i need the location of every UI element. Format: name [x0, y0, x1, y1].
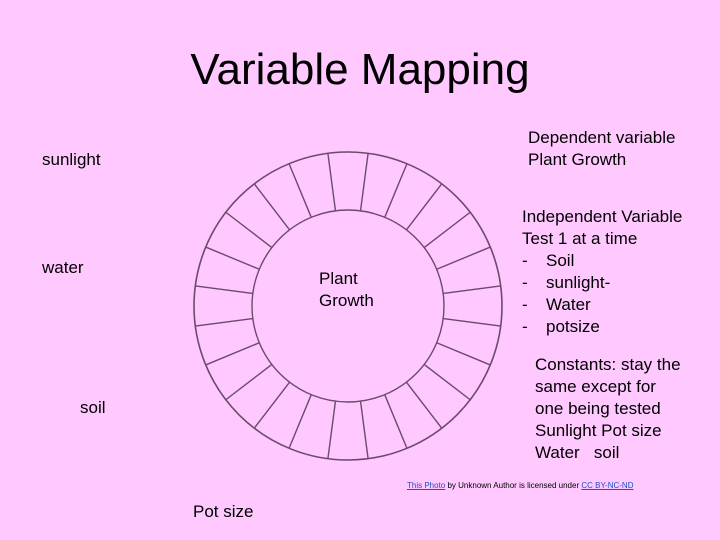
wheel-spoke — [359, 401, 369, 459]
independent-subheading: Test 1 at a time — [522, 229, 638, 248]
wheel-spoke — [327, 401, 337, 459]
independent-item-water: Water — [546, 295, 591, 314]
wheel-spoke — [327, 153, 337, 211]
bullet-dash: - — [522, 273, 528, 292]
wheel-spoke — [253, 183, 291, 231]
wheel-spoke — [436, 342, 491, 366]
wheel-spoke — [443, 285, 501, 295]
constants-line-5: Water soil — [535, 443, 620, 462]
wheel-spoke — [423, 363, 471, 401]
wheel-spoke — [288, 163, 312, 218]
independent-heading: Independent Variable — [522, 207, 683, 226]
wheel-spoke — [384, 394, 408, 449]
photo-attribution: This Photo by Unknown Author is licensed… — [407, 481, 633, 491]
wheel-inner-ring — [251, 209, 445, 403]
constants-line-3: one being tested — [535, 399, 661, 418]
independent-item: -Soil — [522, 250, 682, 272]
bullet-dash: - — [522, 317, 528, 336]
wheel-spoke — [195, 317, 253, 327]
spoke-wheel-diagram — [193, 151, 503, 461]
wheel-spoke — [205, 342, 260, 366]
independent-item-sunlight: sunlight- — [546, 273, 611, 292]
independent-variable-block: Independent Variable Test 1 at a time -S… — [522, 206, 682, 338]
wheel-spoke — [436, 246, 491, 270]
photo-link[interactable]: This Photo — [407, 481, 446, 490]
water-label: water — [42, 258, 84, 277]
independent-item: -Water — [522, 294, 682, 316]
constants-line-1: Constants: stay the — [535, 355, 681, 374]
slide-title: Variable Mapping — [190, 45, 530, 94]
pot-size-label: Pot size — [193, 502, 254, 521]
wheel-spoke — [405, 381, 443, 429]
center-label-line-1: Plant — [319, 269, 358, 288]
constants-line-2: same except for — [535, 377, 656, 396]
center-label-line-2: Growth — [319, 291, 374, 310]
license-link[interactable]: CC BY-NC-ND — [581, 481, 634, 490]
bullet-dash: - — [522, 295, 528, 314]
sunlight-label: sunlight — [42, 150, 101, 169]
bullet-dash: - — [522, 251, 528, 270]
wheel-spoke — [359, 153, 369, 211]
dependent-heading: Dependent variable — [528, 128, 676, 147]
wheel-spoke — [288, 394, 312, 449]
center-label: Plant Growth — [319, 268, 374, 312]
dependent-value: Plant Growth — [528, 150, 627, 169]
soil-label: soil — [80, 398, 106, 417]
attribution-text: by Unknown Author is licensed under — [445, 481, 582, 490]
wheel-spoke — [405, 183, 443, 231]
wheel-spoke — [443, 317, 501, 327]
constants-block: Constants: stay the same except for one … — [535, 354, 681, 464]
wheel-spoke — [253, 381, 291, 429]
wheel-outer-ring — [193, 151, 503, 461]
wheel-spoke — [225, 363, 273, 401]
wheel-spoke — [423, 211, 471, 249]
dependent-variable-block: Dependent variable Plant Growth — [528, 127, 675, 171]
constants-line-4: Sunlight Pot size — [535, 421, 662, 440]
independent-item: -potsize — [522, 316, 682, 338]
wheel-spoke — [384, 163, 408, 218]
independent-item-soil: Soil — [546, 251, 575, 270]
wheel-spoke — [195, 285, 253, 295]
wheel-spoke — [205, 246, 260, 270]
independent-item: -sunlight- — [522, 272, 682, 294]
independent-item-potsize: potsize — [546, 317, 600, 336]
wheel-spoke — [225, 211, 273, 249]
